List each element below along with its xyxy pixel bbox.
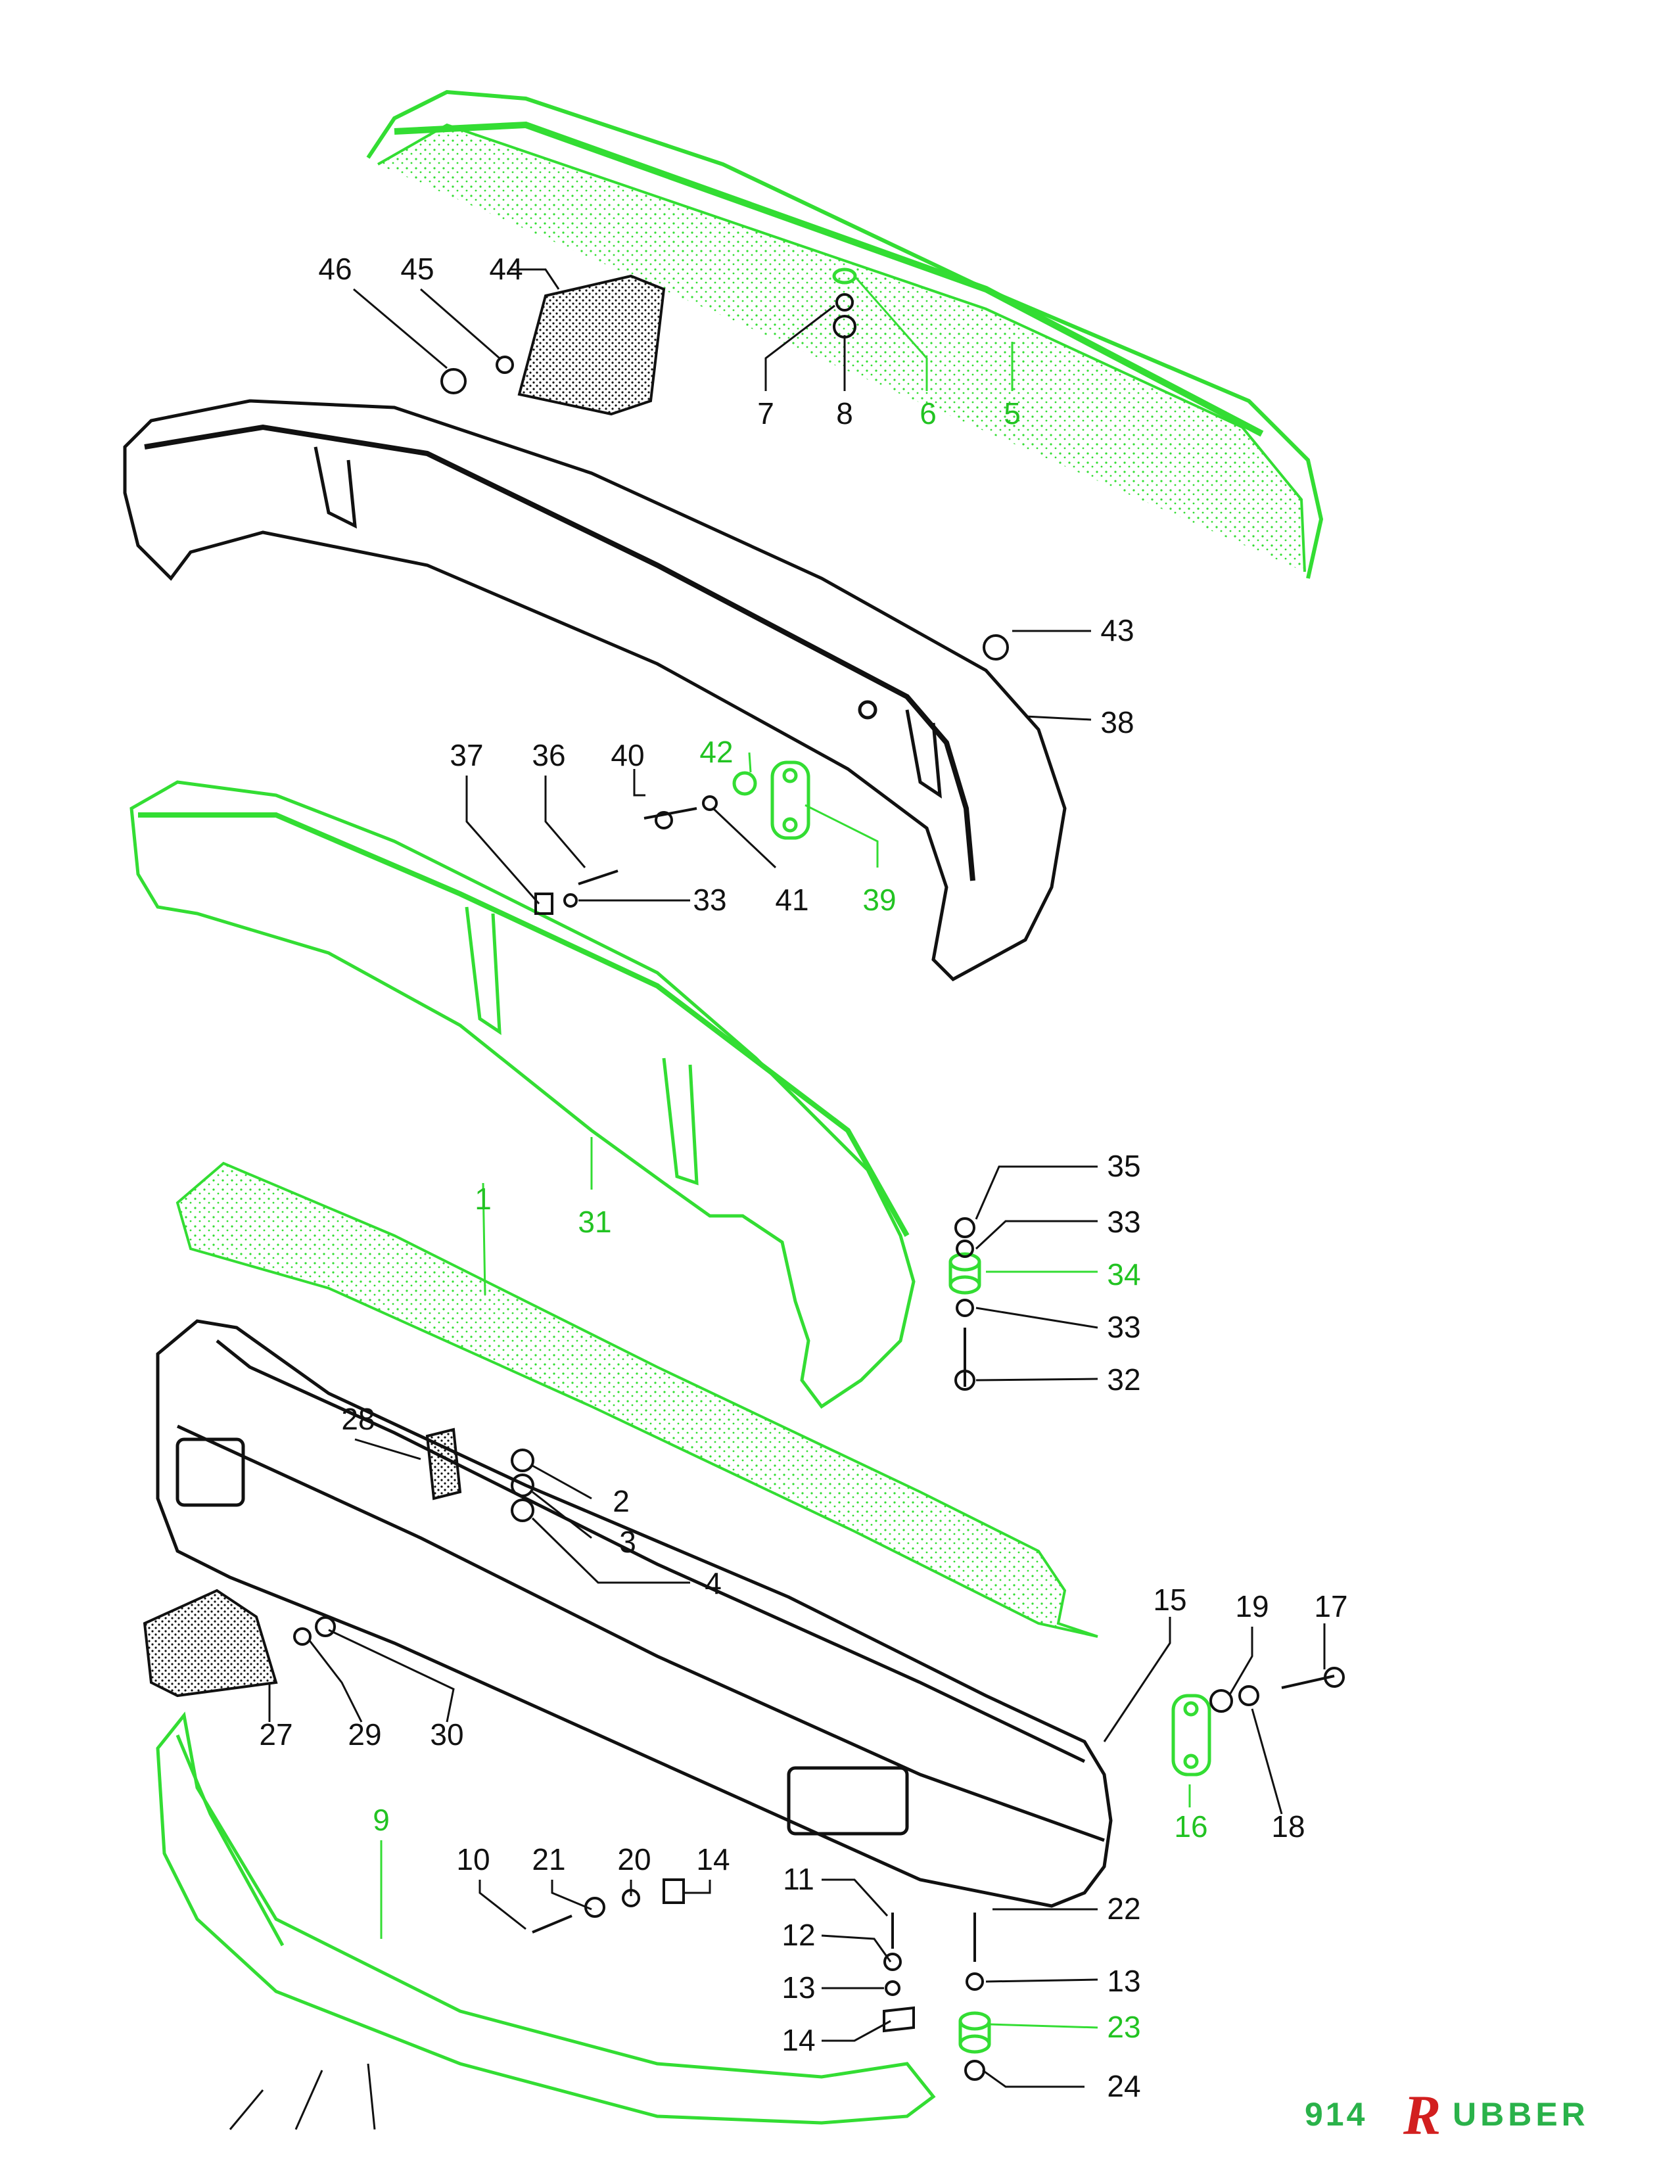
label-13-left: 13 <box>782 1970 815 2005</box>
washer-part-29 <box>293 1627 312 1646</box>
brand-initial: R <box>1403 2083 1441 2147</box>
label-33-low: 33 <box>1107 1310 1140 1344</box>
label-3: 3 <box>619 1525 636 1559</box>
nut-part-30 <box>315 1616 336 1637</box>
label-5: 5 <box>1004 396 1021 430</box>
label-17: 17 <box>1314 1589 1347 1623</box>
label-33-top: 33 <box>693 883 726 917</box>
nut-part-35 <box>954 1217 975 1238</box>
label-40: 40 <box>611 738 644 772</box>
label-4: 4 <box>705 1566 722 1600</box>
bushing-part-34 <box>948 1252 981 1295</box>
upper-bracket-part-31 <box>129 780 916 1409</box>
label-1: 1 <box>475 1182 492 1216</box>
label-33-mid: 33 <box>1107 1205 1140 1239</box>
green-hardware <box>732 267 1211 2054</box>
black-hardware <box>143 274 1345 2081</box>
washer-part-13-right <box>966 1972 984 1991</box>
callouts: 46 45 44 7 8 6 5 43 38 37 36 40 42 33 41… <box>259 252 1347 2103</box>
washer-part-33-upper <box>563 893 578 908</box>
label-39: 39 <box>862 883 896 917</box>
lower-bumper-part-15 <box>156 1319 1113 1908</box>
label-43: 43 <box>1100 613 1134 647</box>
label-30: 30 <box>430 1717 463 1752</box>
washer-part-18 <box>1238 1685 1259 1706</box>
label-14-top: 14 <box>696 1842 730 1876</box>
label-34: 34 <box>1107 1257 1140 1291</box>
label-21: 21 <box>532 1842 565 1876</box>
nut-part-24 <box>964 2060 985 2081</box>
label-24: 24 <box>1107 2069 1140 2103</box>
brand-rest: UBBER <box>1453 2096 1589 2133</box>
label-11: 11 <box>783 1862 814 1896</box>
washer-part-33-b <box>956 1299 974 1317</box>
rubber-strip-part-1 <box>175 1161 1098 1638</box>
leader-lines-green <box>380 275 1191 2029</box>
washer-part-19 <box>1209 1689 1233 1713</box>
nut-part-46 <box>440 368 467 394</box>
clip-part-14-lower <box>883 2006 915 2033</box>
clip-part-14-upper <box>663 1878 685 1904</box>
label-36: 36 <box>532 738 565 772</box>
nut-part-43 <box>983 634 1009 661</box>
label-13-right: 13 <box>1107 1964 1140 1998</box>
label-14-bottom: 14 <box>782 2023 815 2057</box>
label-23: 23 <box>1107 2010 1140 2044</box>
label-45: 45 <box>400 252 434 286</box>
label-18: 18 <box>1271 1809 1305 1844</box>
label-42: 42 <box>699 735 733 769</box>
lower-bracket-part-9 <box>156 1711 936 2125</box>
buffer-part-28 <box>425 1428 462 1500</box>
label-12: 12 <box>782 1918 815 1952</box>
label-29: 29 <box>348 1717 381 1752</box>
label-32: 32 <box>1107 1362 1140 1397</box>
label-20: 20 <box>617 1842 651 1876</box>
label-22: 22 <box>1107 1892 1140 1926</box>
bolt-part-40 <box>643 807 697 820</box>
label-44: 44 <box>489 252 523 286</box>
bracket-part-39 <box>770 760 810 840</box>
leader-lines-black <box>229 268 1326 2130</box>
label-7: 7 <box>757 396 774 430</box>
brand-logo: 914 R UBBER <box>1305 2083 1633 2147</box>
bushing-part-23 <box>958 2011 991 2054</box>
bracket-part-16 <box>1171 1694 1211 1777</box>
label-35: 35 <box>1107 1149 1140 1183</box>
label-46: 46 <box>318 252 352 286</box>
label-15: 15 <box>1153 1583 1186 1617</box>
washer-part-33-a <box>956 1240 974 1258</box>
screw-part-36 <box>578 870 618 885</box>
label-28: 28 <box>341 1402 375 1436</box>
label-2: 2 <box>613 1484 630 1518</box>
washer-part-3 <box>511 1474 534 1497</box>
rubber-block-part-27 <box>143 1589 278 1698</box>
label-31: 31 <box>578 1205 611 1239</box>
washer-part-2 <box>511 1449 534 1472</box>
washer-part-41 <box>702 795 718 811</box>
label-8: 8 <box>836 396 853 430</box>
brand-number: 914 <box>1305 2096 1368 2133</box>
label-37: 37 <box>450 738 483 772</box>
label-27: 27 <box>259 1717 292 1752</box>
spacer-part-42 <box>732 771 757 796</box>
label-10: 10 <box>456 1842 490 1876</box>
upper-bumper-part-38 <box>123 399 1067 982</box>
label-38: 38 <box>1100 705 1134 739</box>
washer-part-45 <box>496 356 514 374</box>
screw-part-10 <box>532 1915 572 1934</box>
label-16: 16 <box>1174 1809 1207 1844</box>
rubber-strip-part-5 <box>366 89 1324 579</box>
rubber-block-part-44 <box>517 274 666 416</box>
washer-part-12 <box>883 1953 902 1971</box>
label-41: 41 <box>775 883 808 917</box>
label-6: 6 <box>920 396 937 430</box>
washer-part-13-left <box>885 1980 900 1996</box>
washer-part-7 <box>835 293 854 312</box>
clip-part-37 <box>534 893 553 915</box>
label-19: 19 <box>1235 1589 1269 1623</box>
nut-part-4 <box>511 1499 534 1522</box>
label-9: 9 <box>373 1803 390 1837</box>
